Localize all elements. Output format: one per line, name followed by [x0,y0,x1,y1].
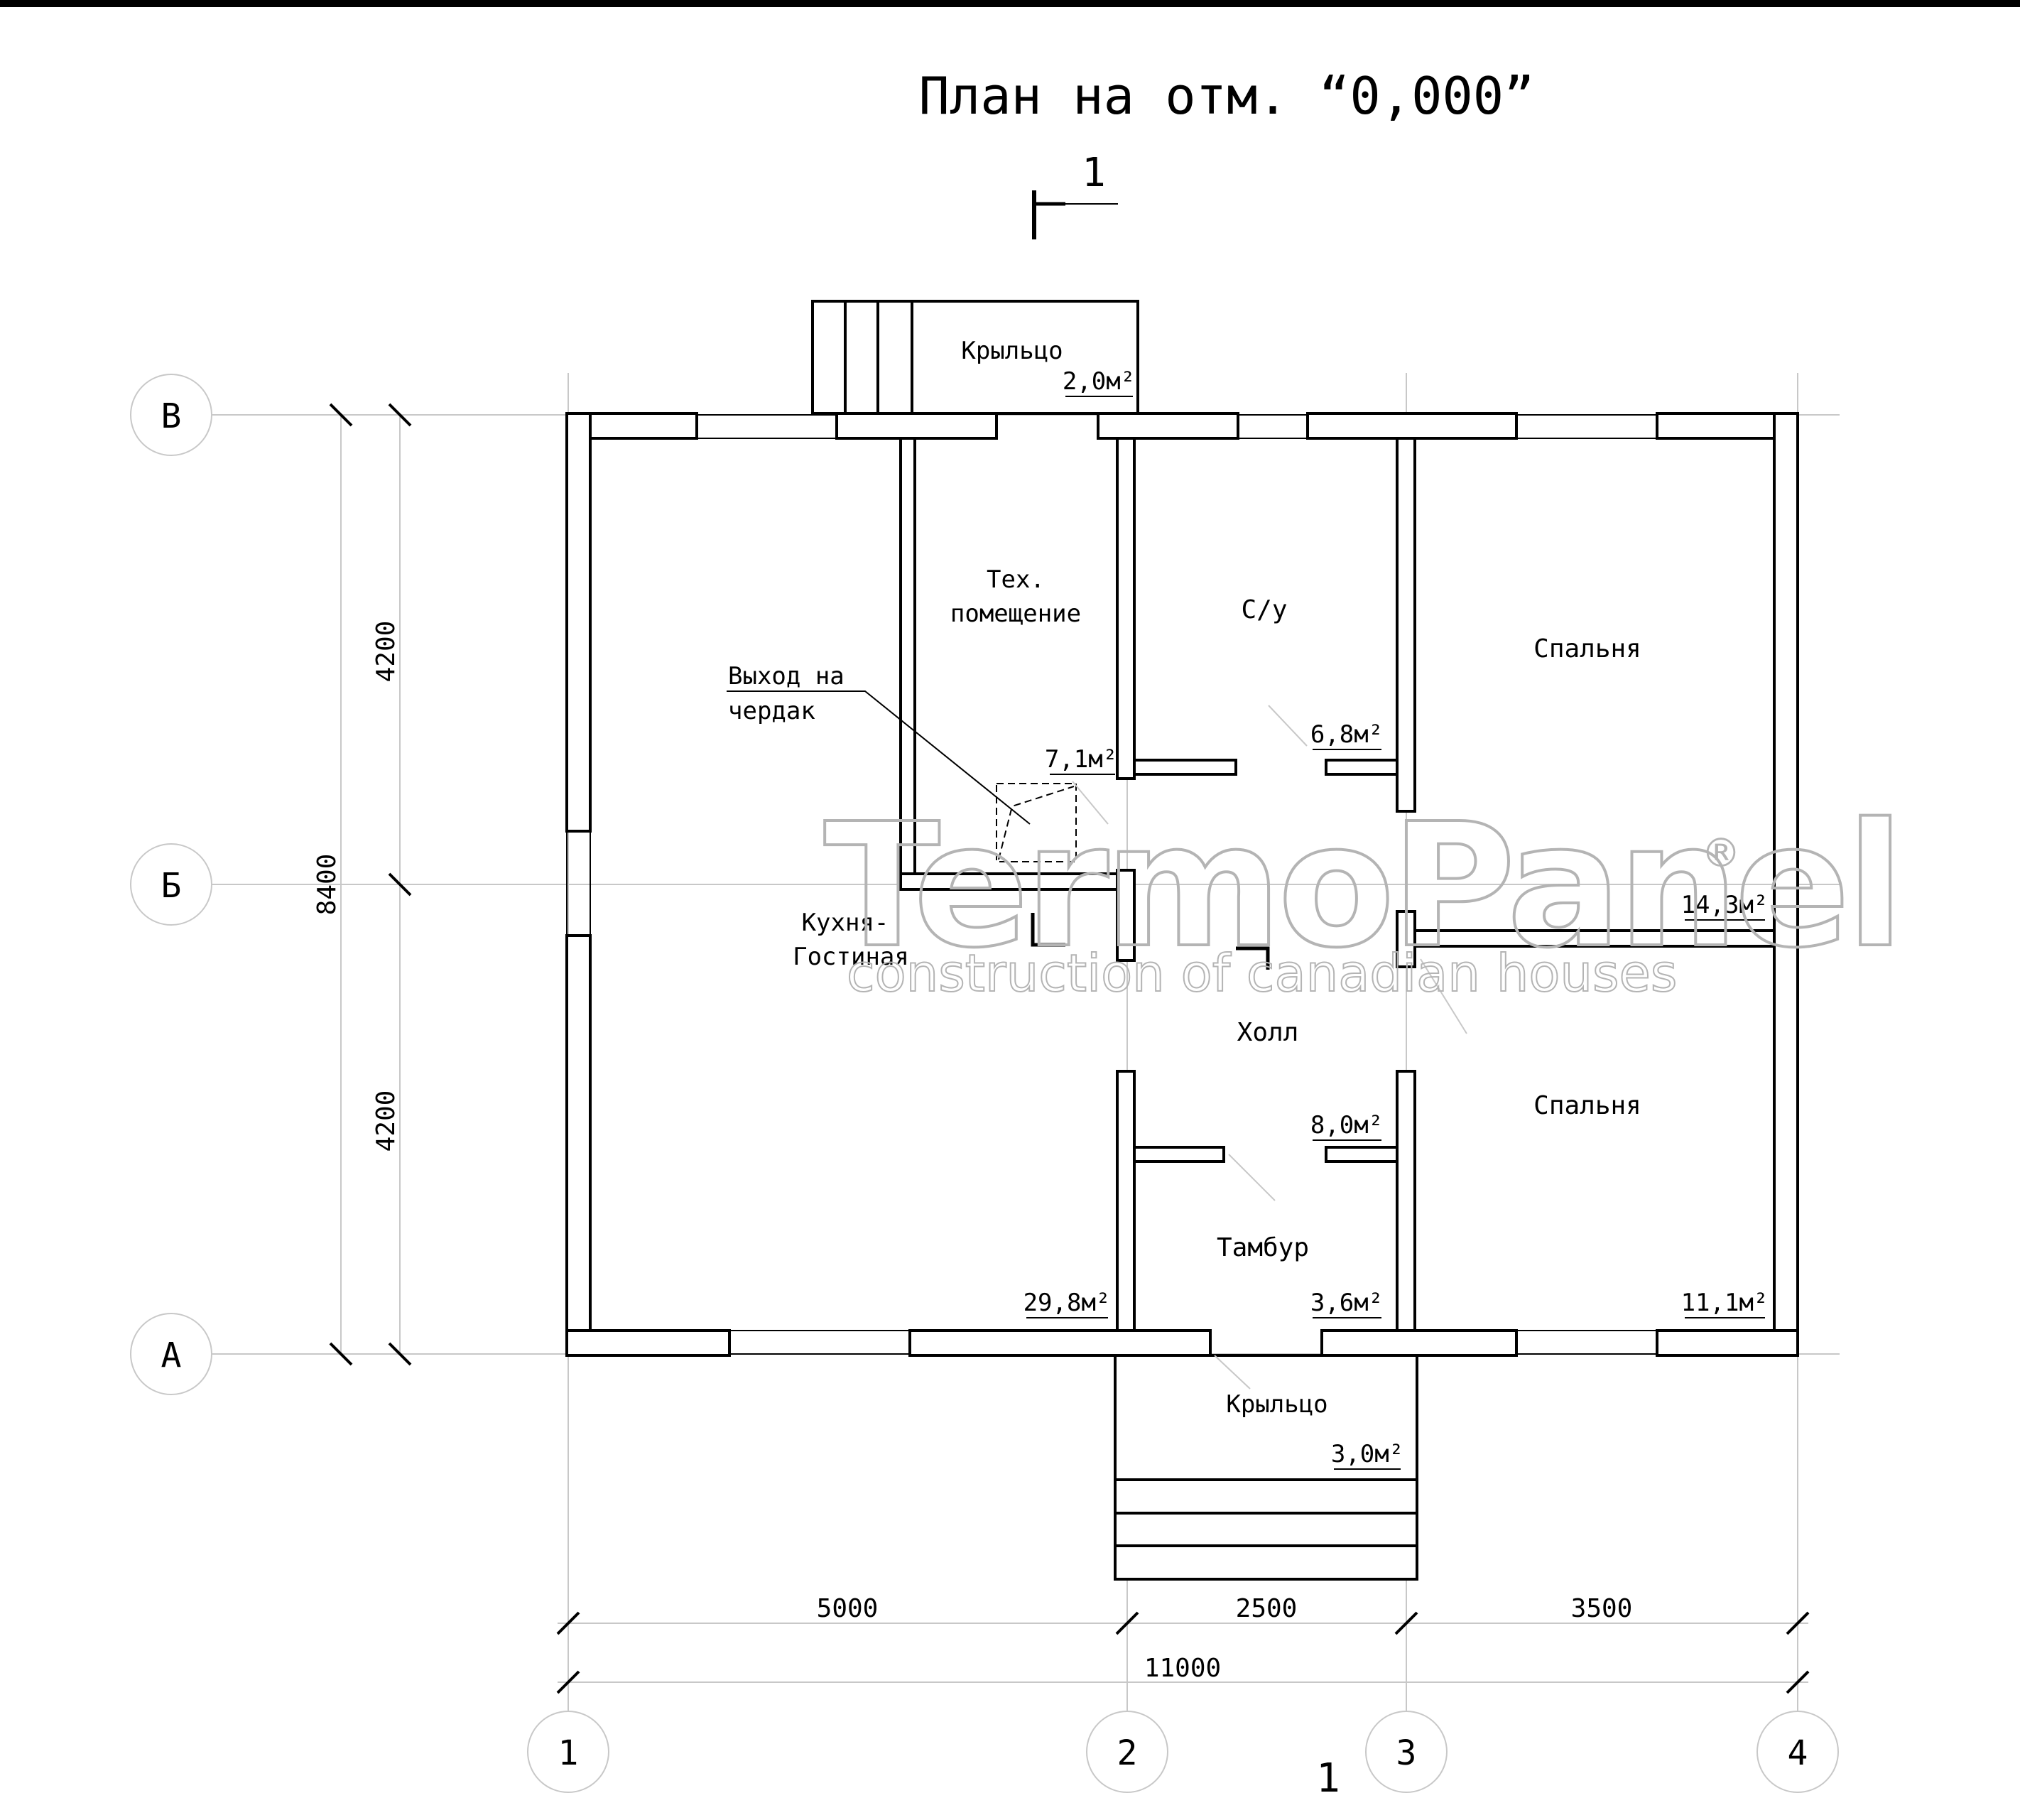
axis-label-1: 1 [558,1733,579,1773]
attic-exit-note: Выход на чердак [728,662,845,725]
room-area: 3,6м² [1310,1289,1383,1317]
dim-4200-lower: 4200 [371,1090,401,1152]
axis-2: 2 [1086,1711,1168,1793]
window-bottom-bedroom [1516,1330,1658,1355]
room-name: Спальня [1533,634,1641,663]
room-area: 8,0м² [1310,1111,1383,1139]
axis-label-4: 4 [1788,1733,1808,1773]
axis-v: В [130,374,212,456]
section-label-top: 1 [1082,150,1106,196]
room-name: Тамбур [1217,1233,1309,1262]
window-top-bath [1237,414,1308,439]
watermark-brand: TermoPanel [824,786,1900,985]
watermark-registered: ® [1701,830,1741,877]
room-labels: Крыльцо 2,0м² Тех. помещение 7,1м² С/у 6… [728,337,1769,1470]
axis-label-b: Б [161,866,182,906]
room-bedroom-large: Спальня 14,3м² [1533,634,1769,921]
porch-top [811,300,1139,415]
axis-bubbles: В Б А 1 2 3 4 [130,374,1839,1793]
room-area: 2,0м² [1063,367,1135,396]
frame-top-border [0,0,2020,7]
axis-4: 4 [1756,1711,1839,1793]
attic-leader-line [727,690,1031,825]
axis-label-a: А [161,1336,182,1375]
dim-2500: 2500 [1236,1594,1298,1623]
vertical-dimensions: 4200 4200 8400 [313,403,412,1366]
dim-5000: 5000 [817,1594,879,1623]
room-name-line1: Тех. [987,565,1045,594]
horizontal-dimensions: 5000 2500 3500 11000 [556,1594,1810,1694]
room-vestibule: Тамбур 3,6м² [1217,1233,1383,1318]
dim-11000: 11000 [1144,1654,1221,1683]
axis-3: 3 [1365,1711,1448,1793]
room-area: 14,3м² [1681,891,1769,919]
room-area: 29,8м² [1023,1289,1111,1317]
room-hall: Холл 8,0м² [1237,1018,1383,1141]
dim-3500: 3500 [1571,1594,1633,1623]
axis-b: Б [130,843,212,926]
section-mark-top: 1 [1032,150,1118,239]
axis-label-3: 3 [1396,1733,1417,1773]
area-leaders [1072,705,1467,1390]
room-porch-top: Крыльцо 2,0м² [961,337,1135,397]
dim-8400: 8400 [313,854,342,916]
room-name: Крыльцо [961,337,1063,365]
attic-exit-line2: чердак [728,697,815,725]
room-name: Крыльцо [1226,1390,1327,1419]
porch-bottom [1114,1354,1418,1581]
room-name-line2: помещение [950,600,1081,628]
room-bedroom-small: Спальня 11,1м² [1533,1091,1768,1318]
room-name: С/у [1241,595,1287,624]
window-top-kitchen [696,414,837,439]
room-bathroom: С/у 6,8м² [1241,595,1383,750]
window-top-bedroom [1516,414,1658,439]
window-bottom-kitchen [729,1330,911,1355]
room-kitchen-living: Кухня- Гостиная 29,8м² [793,909,1110,1318]
room-name-line2: Гостиная [793,943,909,971]
watermark: TermoPanel ® construction of canadian ho… [822,785,1906,1004]
room-tech: Тех. помещение 7,1м² [950,565,1117,775]
walls [565,412,1799,1357]
axis-label-2: 2 [1117,1733,1138,1773]
axis-a: А [130,1313,212,1395]
room-name: Холл [1237,1018,1299,1047]
room-name-line1: Кухня- [802,909,889,937]
dim-4200-upper: 4200 [371,621,401,683]
attic-hatch [727,690,1077,862]
axis-1: 1 [527,1711,609,1793]
room-name: Спальня [1533,1091,1641,1120]
plan-title: План на отм. “0,000” [919,66,1535,126]
attic-exit-line1: Выход на [728,662,845,690]
room-area: 11,1м² [1681,1289,1769,1317]
room-area: 7,1м² [1045,745,1117,774]
axis-label-v: В [161,396,182,436]
room-porch-bottom: Крыльцо 3,0м² [1226,1390,1403,1470]
watermark-tagline: construction of canadian houses [847,943,1677,1003]
section-label-bottom: 1 [1316,1755,1340,1802]
wall-fragment [1031,913,1270,970]
window-left-kitchen [566,830,591,936]
room-area: 6,8м² [1310,720,1383,749]
room-area: 3,0м² [1331,1440,1403,1468]
